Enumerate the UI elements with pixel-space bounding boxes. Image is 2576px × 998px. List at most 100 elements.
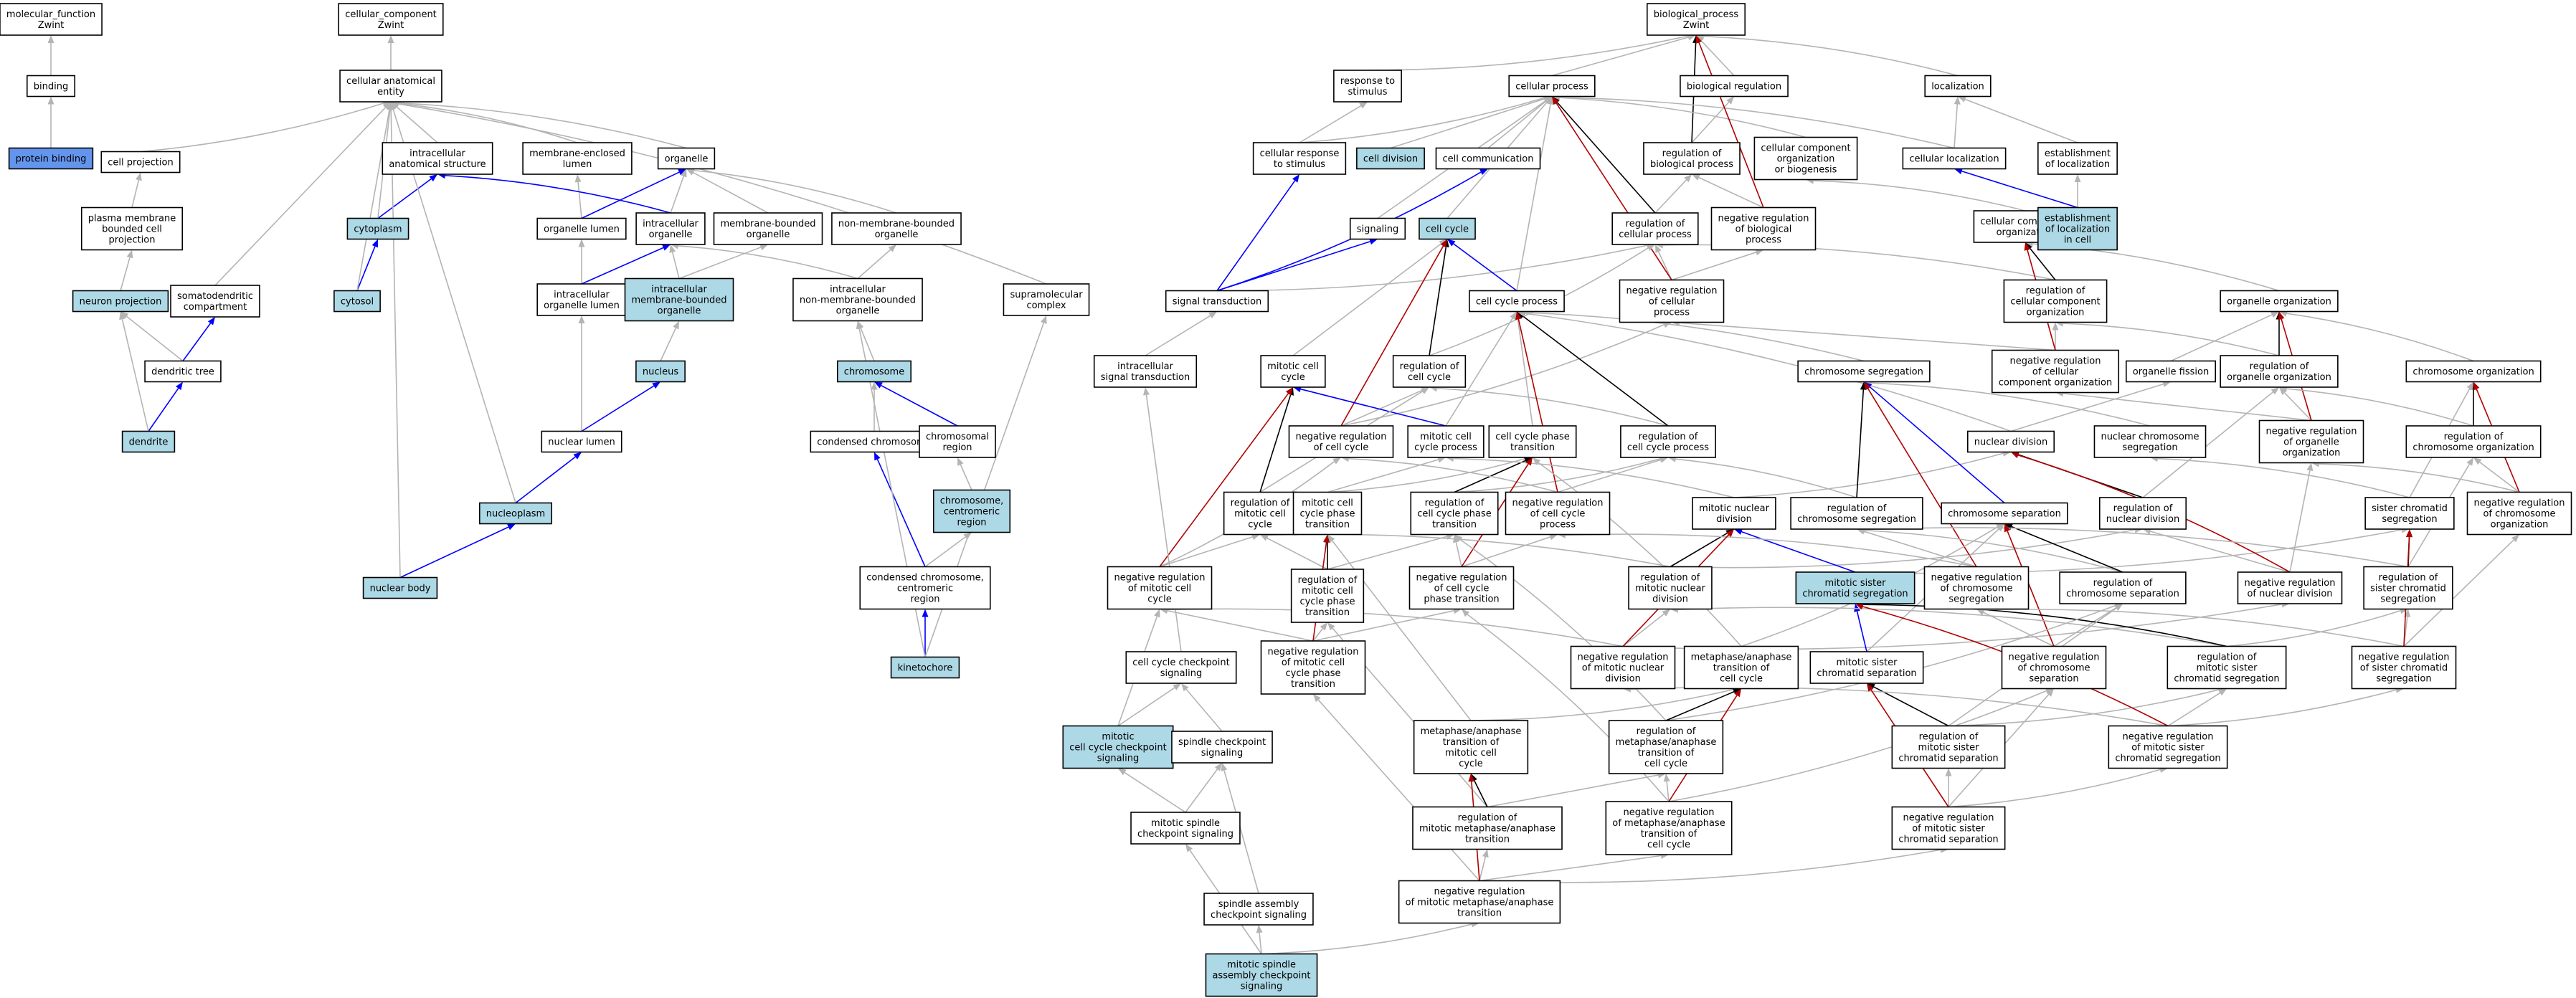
arrowhead-icon	[2473, 457, 2482, 465]
arrowhead-icon	[507, 523, 516, 531]
term-label-line: region	[957, 518, 986, 528]
term-label-line: chromatid segregation	[1802, 589, 1908, 599]
relation-is-a-edge	[391, 102, 438, 143]
go-term-protein-binding: protein binding	[8, 147, 94, 170]
edge-line	[2403, 539, 2514, 647]
term-box	[2003, 279, 2108, 323]
arrowhead-icon	[573, 452, 582, 460]
edge-line	[1698, 42, 1764, 208]
term-label-line: of cell cycle	[1434, 584, 1490, 594]
relation-part-of-edge	[1216, 174, 1299, 291]
go-term-chromosome-separation: chromosome separation	[1941, 502, 2068, 525]
edge-line	[1159, 393, 1289, 567]
relation-is-a-edge	[1367, 32, 1696, 71]
arrowhead-icon	[678, 168, 686, 176]
arrowhead-icon	[1285, 387, 1293, 396]
relation-is-a-edge	[1479, 852, 1669, 882]
arrowhead-icon	[1173, 683, 1181, 690]
relation-is-a-edge	[1654, 174, 1692, 214]
term-label-line: organelle	[747, 229, 790, 240]
term-label-line: of mitotic sister	[1912, 824, 1985, 835]
term-label-line: phase transition	[1424, 594, 1499, 605]
edge-line	[2286, 313, 2474, 362]
arrowhead-icon	[2306, 462, 2314, 472]
edge-line	[1317, 699, 1480, 882]
arrowhead-icon	[871, 381, 878, 390]
term-label-line: cycle	[1147, 594, 1172, 605]
term-label-line: intracellular	[643, 219, 699, 229]
edge-line	[1961, 171, 2078, 209]
relation-is-a-edge	[1696, 35, 1735, 77]
relation-negatively-regulates-edge	[1340, 239, 1447, 427]
term-label-line: cell cycle process	[1627, 442, 1709, 453]
term-label-line: regulation of	[1400, 361, 1459, 372]
term-label-line: cell cycle process	[1476, 297, 1558, 308]
edge-line	[1487, 100, 1546, 149]
term-box	[1412, 806, 1563, 850]
term-label-line: dendrite	[129, 437, 169, 448]
arrowhead-icon	[136, 172, 142, 181]
term-label-line: protein binding	[16, 154, 87, 165]
edge-line	[860, 328, 875, 361]
arrowhead-icon	[429, 174, 437, 182]
arrowhead-icon	[120, 311, 129, 319]
go-term-cell-cycle: cell cycle	[1419, 217, 1476, 240]
edge-line	[398, 103, 578, 143]
term-label-line: organelle	[658, 306, 701, 317]
term-label-line: anatomical structure	[389, 159, 486, 170]
go-term-organelle: organelle	[657, 147, 716, 170]
term-box	[1628, 566, 1713, 610]
term-label-line: mitotic cell	[1234, 509, 1286, 520]
go-term-kinetochore: kinetochore	[890, 656, 960, 679]
arrowhead-icon	[1533, 457, 1541, 465]
relation-is-a-edge	[578, 239, 585, 284]
term-label-line: chromosome separation	[2066, 589, 2179, 599]
relation-is-a-edge	[660, 320, 679, 361]
edge-line	[1665, 691, 1735, 721]
arrowhead-icon	[2405, 529, 2412, 538]
edge-line	[924, 536, 966, 568]
term-box	[2108, 725, 2228, 769]
edge-line	[398, 103, 1047, 285]
edge-line	[356, 109, 390, 291]
term-label-line: of mitotic sister	[2131, 743, 2205, 754]
term-label-line: of localization	[2045, 159, 2110, 170]
arrowhead-icon	[1734, 688, 1741, 698]
term-box	[338, 3, 444, 36]
term-box	[1003, 283, 1090, 316]
arrowhead-icon	[1221, 763, 1228, 771]
arrowhead-icon	[2466, 457, 2473, 466]
edge-line	[1348, 457, 1558, 493]
relation-is-a-edge	[1261, 921, 1479, 955]
term-label-line: of cell cycle	[1530, 509, 1586, 520]
term-box	[810, 430, 939, 453]
relation-is-a-edge	[1216, 242, 1655, 292]
arrowhead-icon	[1154, 609, 1160, 618]
relation-is-a-edge	[1806, 177, 2026, 212]
term-label-line: cellular anatomical	[346, 76, 435, 87]
term-label-line: projection	[109, 235, 156, 246]
relation-is-a-edge	[47, 96, 55, 148]
term-label-line: of mitotic metaphase/anaphase	[1406, 898, 1554, 908]
term-label-line: cell cycle checkpoint	[1132, 657, 1229, 668]
term-label-line: regulation of	[1626, 219, 1685, 229]
go-term-neuron-projection: neuron projection	[72, 290, 169, 313]
edge-line	[1454, 457, 1661, 493]
edge-line	[1668, 690, 2047, 802]
relation-is-a-edge	[2279, 310, 2474, 362]
term-label-line: entity	[377, 87, 404, 98]
edge-line	[1670, 529, 2136, 569]
relation-is-a-edge	[131, 172, 142, 208]
relation-part-of-edge	[874, 381, 958, 427]
edge-line	[1964, 98, 2078, 143]
term-label-line: negative regulation	[1577, 652, 1668, 663]
term-label-line: of biological	[1736, 224, 1792, 235]
edge-line	[182, 323, 212, 361]
